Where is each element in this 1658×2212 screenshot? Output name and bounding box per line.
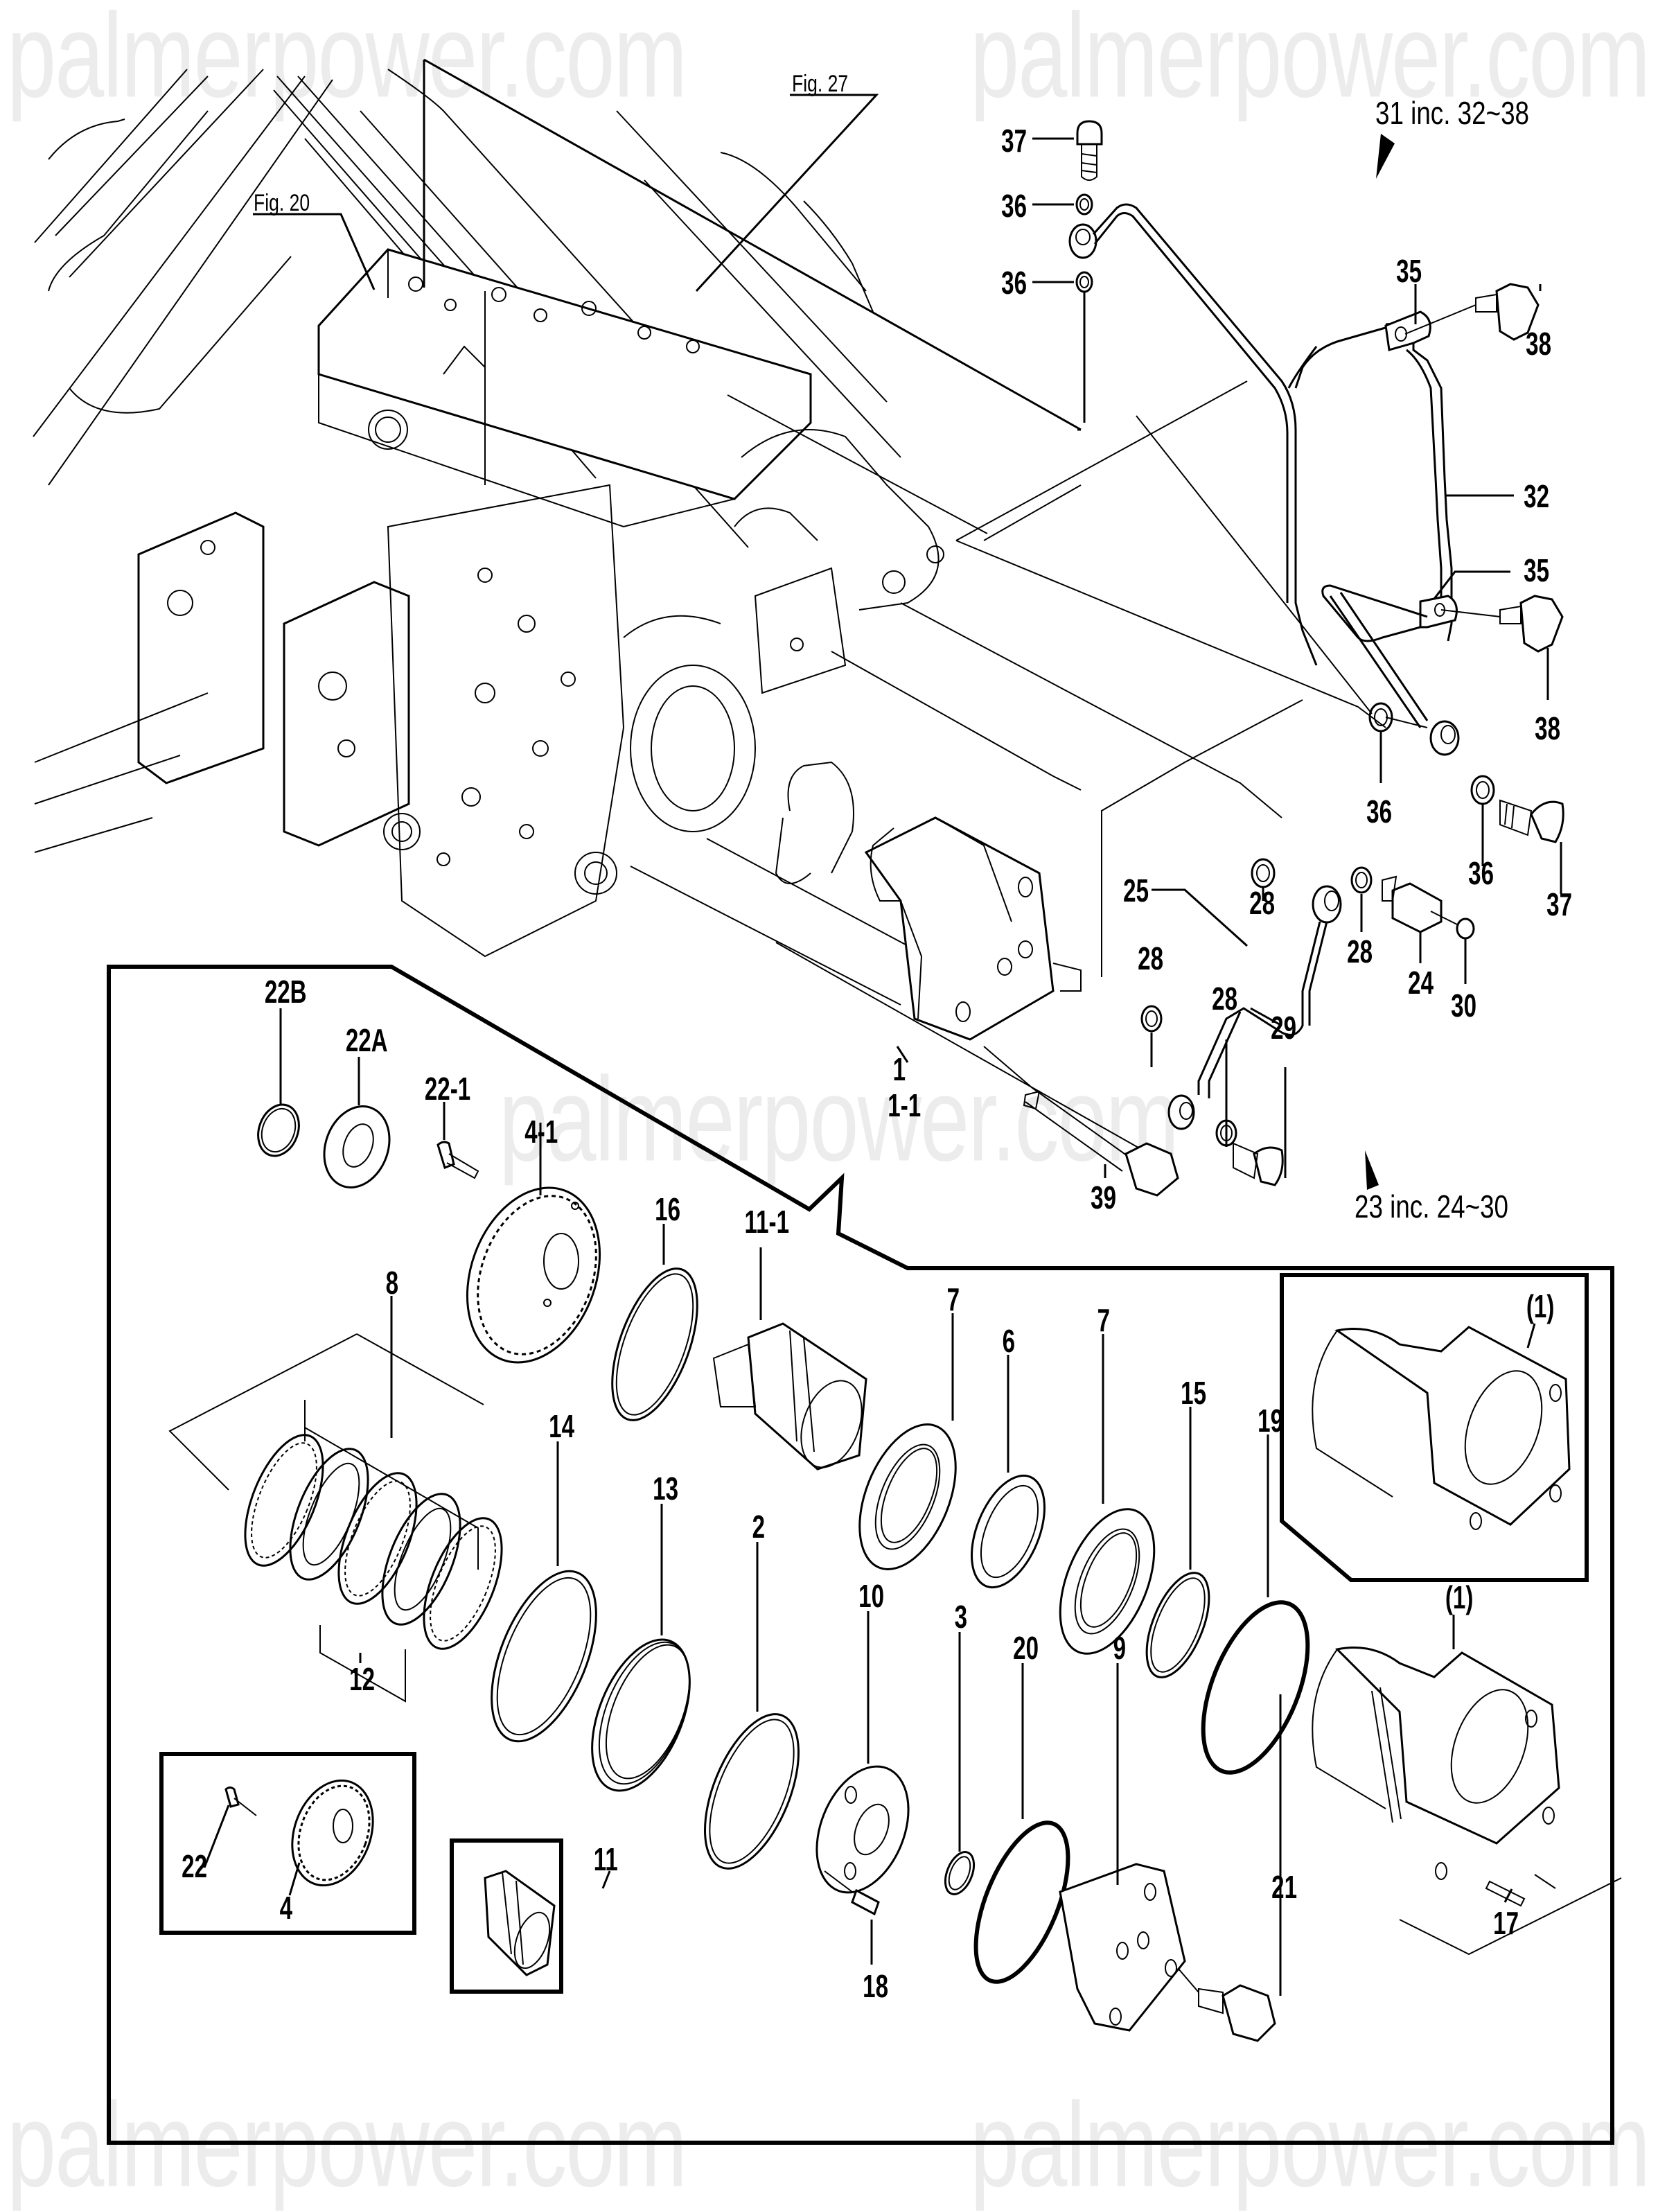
callout-32[interactable]: 32: [1524, 478, 1550, 514]
assembly-guide-lines: [630, 380, 1386, 1151]
inset-box-gear: [159, 1752, 416, 1935]
callout-1-housing[interactable]: (1): [1445, 1579, 1474, 1615]
engine-block: [33, 69, 944, 958]
callout-37[interactable]: 37: [1001, 123, 1028, 159]
exploded-view-frame: [107, 965, 1614, 2145]
callout-30[interactable]: 30: [1451, 988, 1477, 1024]
callout-8[interactable]: 8: [385, 1265, 399, 1301]
assembly-note-23: 23 inc. 24~30: [1355, 1188, 1509, 1224]
callout-16[interactable]: 16: [655, 1191, 681, 1227]
callout-7[interactable]: 7: [946, 1281, 960, 1317]
callout-1[interactable]: 1: [892, 1051, 906, 1087]
callout-15[interactable]: 15: [1181, 1375, 1207, 1411]
callout-21[interactable]: 21: [1271, 1869, 1298, 1905]
callout-4-1[interactable]: 4-1: [524, 1114, 558, 1150]
callout-28[interactable]: 28: [1212, 981, 1238, 1017]
figure-reference-fig27[interactable]: Fig. 27: [792, 71, 849, 97]
callout-36[interactable]: 36: [1468, 855, 1494, 891]
callout-36[interactable]: 36: [1366, 793, 1393, 830]
callout-7[interactable]: 7: [1097, 1302, 1111, 1338]
watermark: palmerpower.com: [970, 0, 1650, 123]
callout-29[interactable]: 29: [1271, 1010, 1297, 1046]
callout-19[interactable]: 19: [1258, 1403, 1284, 1439]
callout-24[interactable]: 24: [1408, 965, 1434, 1001]
figure-reference-fig20[interactable]: Fig. 20: [254, 190, 310, 216]
callout-37[interactable]: 37: [1546, 886, 1573, 922]
pipe-assembly-31: [1068, 120, 1564, 843]
callout-36[interactable]: 36: [1001, 265, 1028, 301]
watermark: palmerpower.com: [7, 0, 687, 123]
watermark: palmerpower.com: [499, 1053, 1179, 1187]
inset-box-housing: [1280, 1273, 1589, 1582]
callout-28[interactable]: 28: [1249, 885, 1276, 921]
callout-22[interactable]: 22: [182, 1848, 208, 1884]
callout-39[interactable]: 39: [1091, 1179, 1117, 1215]
pump-assembly-1: [775, 761, 1179, 1197]
callout-35[interactable]: 35: [1524, 552, 1550, 588]
callout-28[interactable]: 28: [1347, 933, 1373, 969]
callout-12[interactable]: 12: [349, 1661, 376, 1697]
callout-11-1[interactable]: 11-1: [744, 1204, 789, 1240]
callout-1-housing-inset[interactable]: (1): [1526, 1288, 1555, 1324]
callout-2[interactable]: 2: [752, 1509, 766, 1545]
callout-22-1[interactable]: 22-1: [424, 1071, 471, 1107]
callout-38[interactable]: 38: [1535, 710, 1561, 746]
callout-20[interactable]: 20: [1013, 1630, 1039, 1666]
callout-9[interactable]: 9: [1113, 1630, 1127, 1666]
callout-6[interactable]: 6: [1002, 1323, 1016, 1359]
assembly-arrow-31: [1376, 134, 1395, 179]
callout-35[interactable]: 35: [1396, 253, 1422, 289]
callout-18[interactable]: 18: [863, 1968, 889, 2004]
callout-14[interactable]: 14: [549, 1408, 575, 1444]
watermark: palmerpower.com: [7, 2078, 687, 2212]
exploded-parts: [168, 1103, 1622, 2042]
callout-22B[interactable]: 22B: [264, 974, 307, 1010]
callout-10[interactable]: 10: [858, 1578, 885, 1614]
watermark: palmerpower.com: [970, 2078, 1650, 2212]
callout-leaders: [203, 137, 1562, 1996]
assembly-note-31: 31 inc. 32~38: [1375, 95, 1530, 131]
assembly-arrow-23: [1365, 1150, 1379, 1190]
callout-13[interactable]: 13: [653, 1471, 679, 1507]
pipe-assembly-23: [1140, 858, 1475, 1186]
callout-22A[interactable]: 22A: [345, 1022, 388, 1058]
callout-11[interactable]: 11: [593, 1841, 618, 1877]
callout-4[interactable]: 4: [279, 1890, 293, 1926]
figure-reference-leaders: [253, 58, 1082, 431]
callout-38[interactable]: 38: [1526, 326, 1552, 362]
callout-36[interactable]: 36: [1001, 188, 1028, 224]
inset-box-shaft: [450, 1838, 563, 1994]
callout-25[interactable]: 25: [1123, 872, 1149, 909]
callout-28[interactable]: 28: [1138, 940, 1164, 976]
callout-3[interactable]: 3: [954, 1599, 968, 1635]
callout-17[interactable]: 17: [1493, 1905, 1519, 1941]
callout-1-1[interactable]: 1-1: [888, 1087, 921, 1123]
